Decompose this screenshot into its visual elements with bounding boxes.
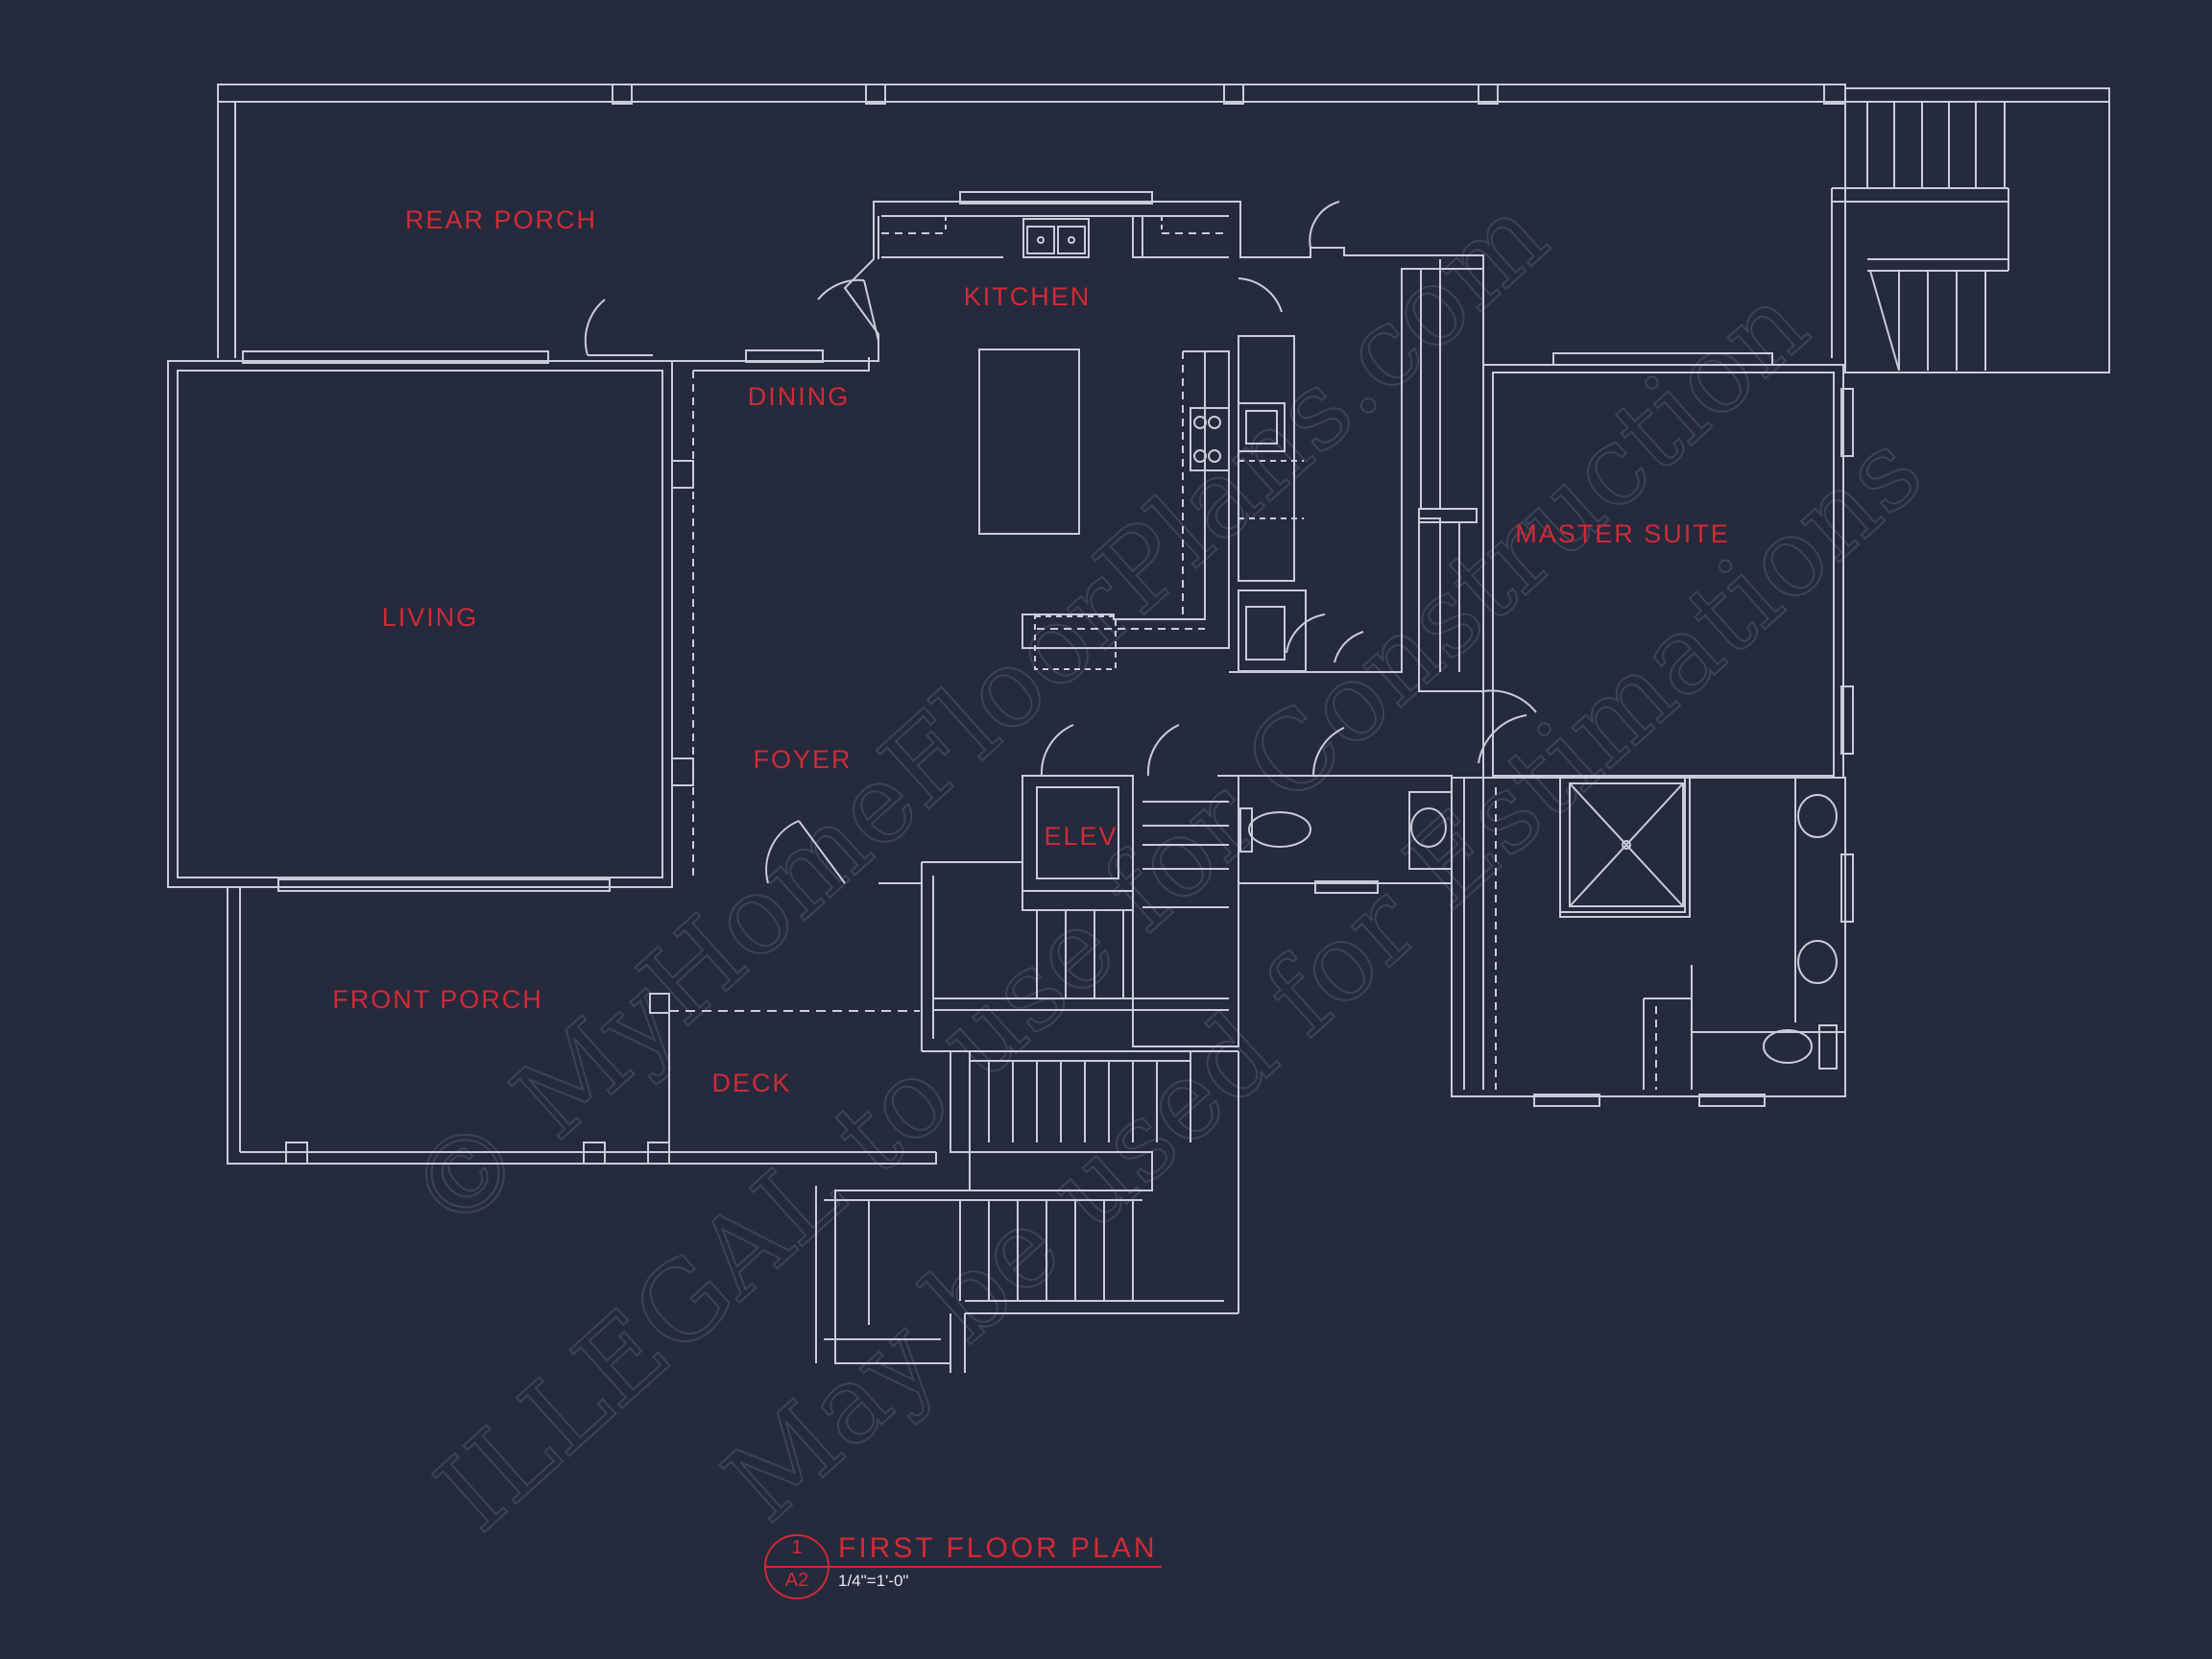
label-kitchen: KITCHEN bbox=[964, 282, 1092, 311]
range-cooktop bbox=[1190, 407, 1230, 471]
drawing-title: 1 A2 FIRST FLOOR PLAN 1/4"=1'-0" bbox=[764, 1532, 1162, 1599]
vanity-sink-2 bbox=[1797, 940, 1838, 984]
watermark-line-2: ILLEGAL to use for Construction bbox=[414, 262, 1831, 1555]
label-dining: DINING bbox=[748, 382, 851, 411]
label-elevator: ELEV bbox=[1044, 822, 1118, 851]
label-foyer: FOYER bbox=[753, 745, 852, 774]
drawing-scale-text: 1/4"=1'-0" bbox=[838, 1572, 908, 1590]
sink-powder bbox=[1410, 807, 1447, 848]
living-room-walls bbox=[167, 350, 694, 892]
room-labels: REAR PORCH KITCHEN DINING LIVING MASTER … bbox=[332, 205, 1730, 1097]
kitchen-island bbox=[978, 349, 1080, 535]
front-stairs bbox=[815, 1050, 1239, 1373]
walls-and-fixtures bbox=[167, 84, 2110, 1373]
label-front-porch: FRONT PORCH bbox=[332, 985, 543, 1014]
vanity-sink-1 bbox=[1797, 794, 1838, 838]
watermark: © MyHomeFloorPlans.com ILLEGAL to use fo… bbox=[384, 172, 1946, 1556]
watermark-line-3: May be used for Estimations bbox=[702, 408, 1945, 1546]
door-swings bbox=[584, 201, 1537, 884]
kitchen-walls bbox=[672, 191, 1484, 692]
label-rear-porch: REAR PORCH bbox=[405, 205, 597, 234]
drawing-title-text: FIRST FLOOR PLAN bbox=[838, 1532, 1158, 1564]
label-living: LIVING bbox=[382, 603, 479, 632]
front-porch-outline bbox=[227, 862, 937, 1165]
sheet-tag-sheet: A2 bbox=[785, 1570, 808, 1591]
label-master-suite: MASTER SUITE bbox=[1515, 519, 1730, 548]
shower bbox=[1559, 777, 1686, 913]
sheet-tag-number: 1 bbox=[791, 1537, 802, 1558]
master-bath bbox=[1451, 777, 1846, 1107]
rear-stairs bbox=[1831, 87, 2110, 373]
toilet-powder bbox=[1248, 811, 1311, 848]
label-deck: DECK bbox=[711, 1069, 791, 1097]
toilet-master bbox=[1763, 1029, 1813, 1064]
